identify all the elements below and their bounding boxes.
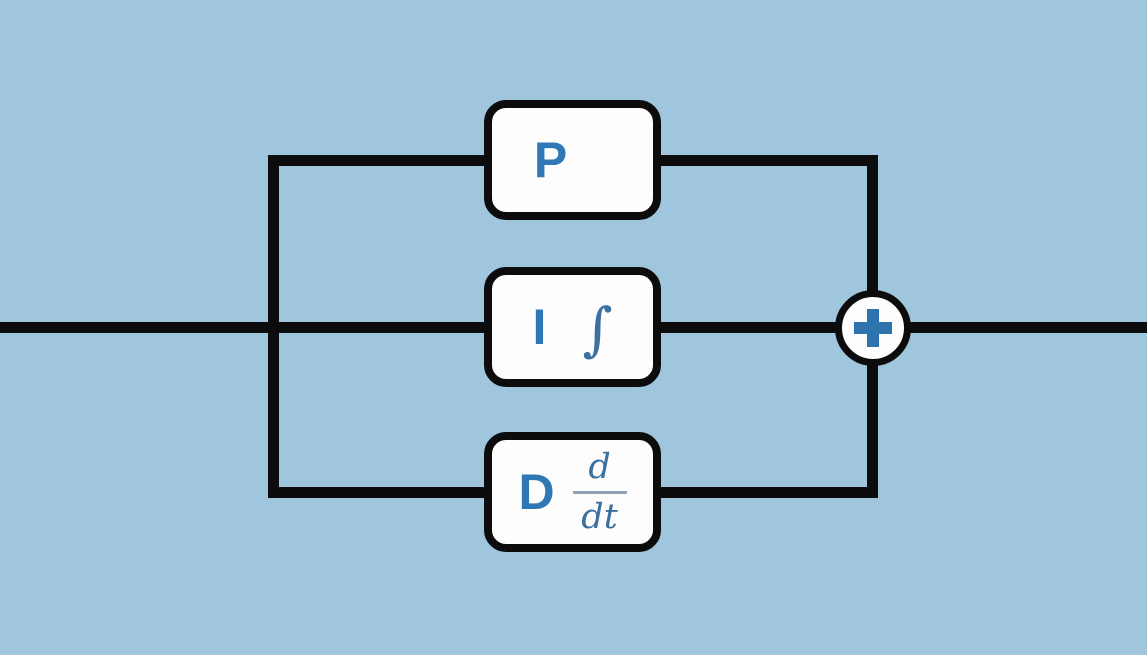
block-integral: I ∫	[484, 267, 661, 387]
summing-junction	[835, 290, 911, 366]
block-p-label: P	[533, 132, 568, 188]
block-proportional: P	[484, 100, 661, 220]
fraction-numerator: d	[588, 446, 611, 487]
integral-icon: ∫	[582, 295, 613, 363]
derivative-fraction: d dt	[572, 446, 627, 537]
block-i-label: I	[532, 299, 547, 355]
fraction-bar	[572, 490, 627, 494]
block-derivative: D d dt	[484, 432, 661, 552]
signal-line-split-vertical	[268, 155, 279, 498]
block-d-label: D	[518, 464, 555, 520]
fraction-denominator: dt	[581, 496, 618, 537]
plus-icon	[854, 309, 892, 347]
